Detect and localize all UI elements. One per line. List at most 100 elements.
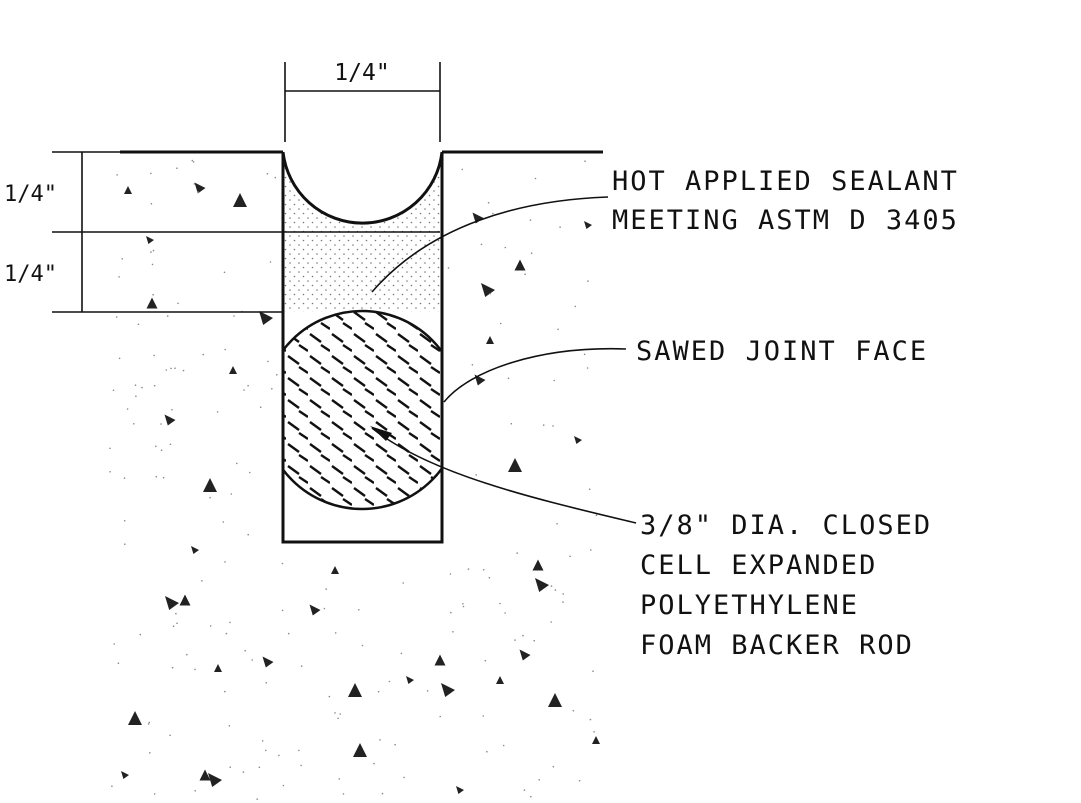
aggregate-speck [550, 585, 553, 587]
aggregate-speck [554, 589, 557, 591]
aggregate-speck [148, 721, 151, 724]
aggregate-mark [535, 578, 549, 592]
aggregate-speck [247, 384, 249, 387]
aggregate-speck [583, 353, 586, 356]
aggregate-mark [353, 743, 367, 757]
aggregate-speck [281, 562, 284, 565]
aggregate-speck [449, 573, 452, 575]
joint-width-label: 1/4" [334, 60, 389, 86]
aggregate-speck [116, 174, 118, 176]
aggregate-speck [562, 601, 564, 603]
aggregate-speck [426, 690, 429, 692]
aggregate-speck [209, 496, 211, 499]
aggregate-speck [492, 212, 494, 215]
aggregate-speck [216, 411, 219, 413]
aggregate-speck [225, 632, 228, 635]
aggregate-speck [534, 177, 537, 180]
aggregate-speck [186, 653, 188, 656]
aggregate-speck [261, 740, 264, 742]
aggregate-speck [191, 159, 194, 162]
aggregate-mark [592, 736, 600, 744]
aggregate-speck [135, 395, 137, 398]
aggregate-speck [529, 219, 532, 221]
aggregate-speck [150, 251, 152, 253]
aggregate-speck [530, 795, 532, 798]
aggregate-mark [208, 773, 222, 787]
backer-rod-leader-arrow [370, 426, 392, 441]
aggregate-speck [489, 292, 492, 295]
aggregate-speck [486, 750, 488, 753]
aggregate-speck [222, 521, 225, 523]
aggregate-speck [323, 607, 326, 610]
aggregate-speck [197, 191, 199, 193]
aggregate-speck [342, 793, 345, 795]
aggregate-speck [271, 388, 273, 390]
aggregate-speck [176, 622, 178, 625]
aggregate-speck [556, 523, 558, 525]
aggregate-mark [441, 683, 455, 697]
concrete-aggregate [109, 159, 600, 800]
joint-width-dimension [284, 62, 441, 142]
aggregate-speck [574, 305, 577, 308]
aggregate-speck [334, 712, 336, 714]
backer-rod-callout-line-3: POLYETHYLENE [640, 590, 859, 621]
aggregate-speck [171, 409, 173, 411]
aggregate-mark [233, 193, 247, 207]
aggregate-speck [450, 611, 452, 614]
aggregate-speck [123, 520, 126, 522]
aggregate-speck [147, 723, 150, 725]
aggregate-speck [300, 665, 303, 667]
aggregate-speck [338, 778, 341, 780]
aggregate-speck [325, 588, 328, 590]
aggregate-speck [530, 252, 533, 254]
aggregate-speck [117, 662, 120, 664]
aggregate-speck [124, 543, 126, 545]
backer-rod-callout-line-1: 3/8" DIA. CLOSED [640, 510, 932, 541]
aggregate-mark [199, 769, 211, 781]
aggregate-speck [523, 789, 526, 791]
aggregate-speck [162, 476, 165, 479]
aggregate-speck [152, 293, 154, 296]
aggregate-speck [229, 766, 231, 768]
aggregate-mark [259, 311, 273, 325]
aggregate-speck [381, 792, 384, 795]
aggregate-speck [229, 621, 231, 624]
backer-rod [283, 309, 442, 511]
aggregate-speck [169, 734, 171, 737]
aggregate-speck [499, 322, 502, 325]
aggregate-speck [592, 670, 594, 672]
aggregate-speck [482, 715, 485, 717]
aggregate-speck [471, 364, 474, 366]
aggregate-speck [552, 765, 555, 768]
aggregate-speck [287, 632, 290, 635]
aggregate-speck [113, 643, 115, 645]
aggregate-speck [194, 790, 196, 792]
aggregate-speck [160, 423, 162, 425]
aggregate-speck [192, 161, 195, 163]
aggregate-speck [400, 652, 403, 655]
aggregate-speck [557, 328, 559, 331]
aggregate-speck [137, 323, 140, 326]
aggregate-speck [337, 717, 339, 720]
aggregate-speck [258, 766, 261, 769]
aggregate-mark [472, 212, 484, 224]
aggregate-speck [510, 422, 513, 425]
aggregate-speck [482, 569, 485, 571]
aggregate-mark [434, 654, 446, 666]
aggregate-speck [118, 276, 120, 278]
aggregate-speck [358, 609, 360, 611]
aggregate-speck [228, 725, 231, 727]
aggregate-speck [522, 634, 524, 637]
aggregate-speck [572, 709, 575, 712]
aggregate-speck [123, 477, 126, 479]
aggregate-speck [533, 639, 535, 642]
aggregate-mark [456, 786, 464, 794]
aggregate-speck [373, 762, 375, 765]
aggregate-speck [112, 389, 115, 392]
aggregate-speck [141, 386, 143, 389]
sealant-recess-curve [281, 151, 444, 225]
aggregate-mark [124, 186, 132, 194]
aggregate-speck [126, 408, 129, 410]
aggregate-speck [251, 659, 253, 661]
aggregate-speck [553, 379, 555, 382]
